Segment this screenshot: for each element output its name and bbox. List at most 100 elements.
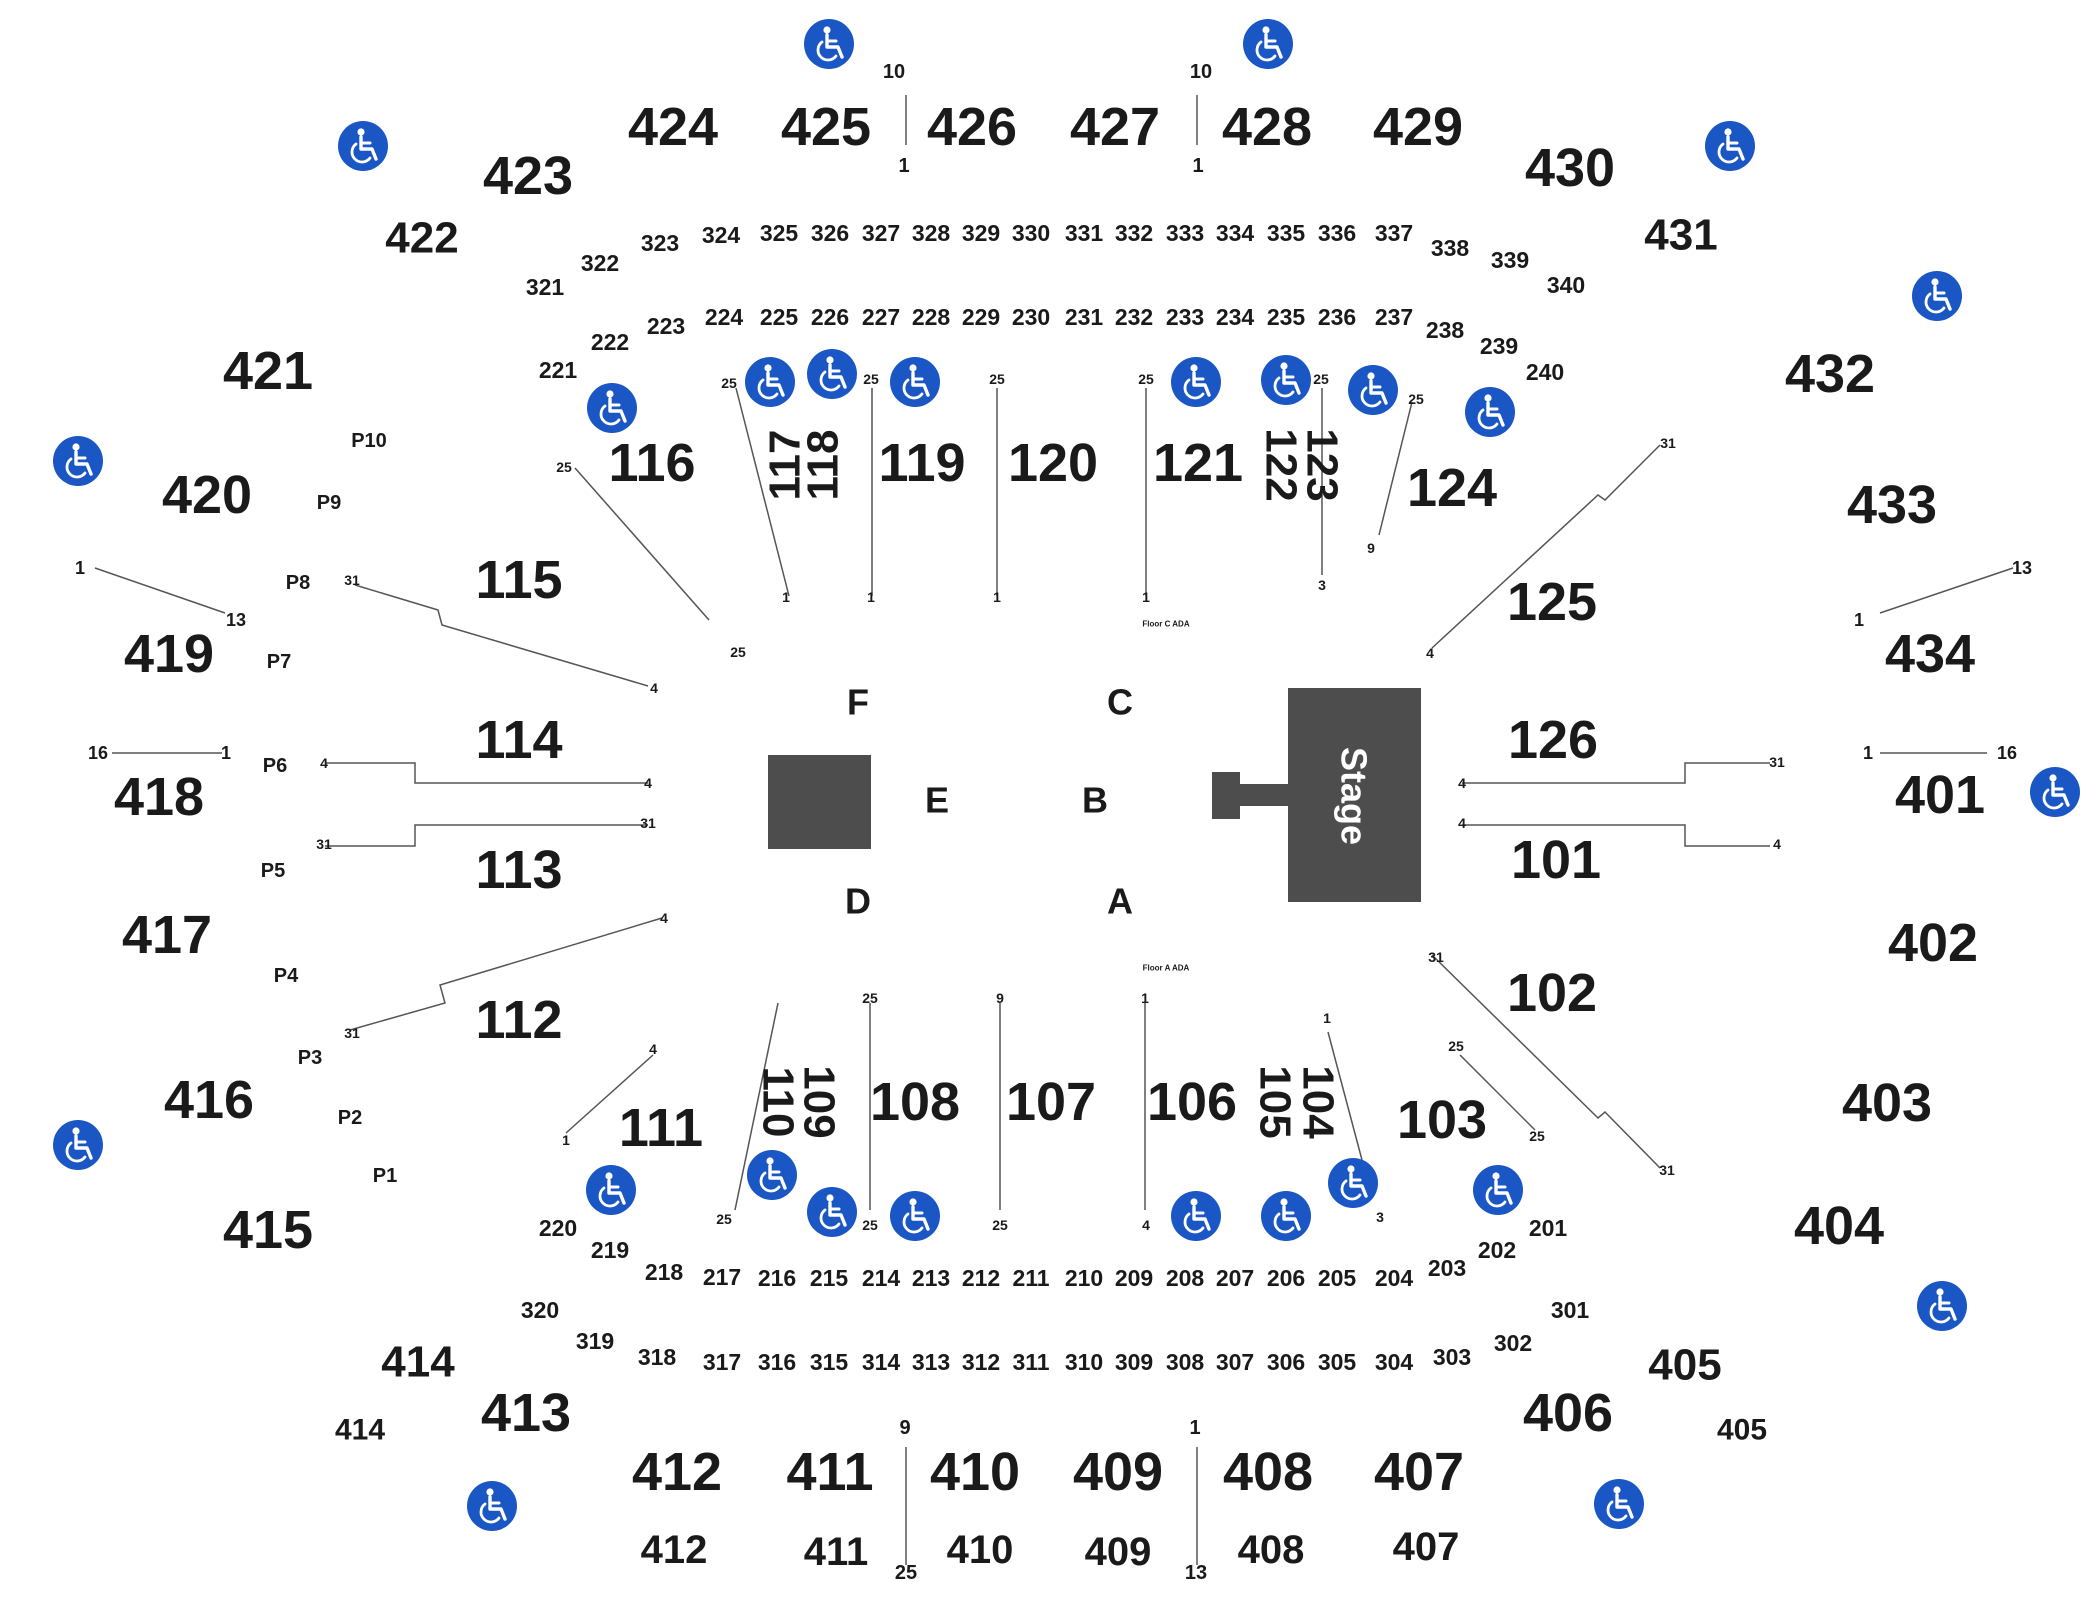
row-number-marker[interactable]: 31	[344, 572, 360, 588]
row-number-marker[interactable]: 31	[1660, 435, 1676, 451]
row-number-marker[interactable]: 25	[721, 375, 737, 391]
section-200-label[interactable]: 206	[1267, 1265, 1305, 1291]
section-400-label[interactable]: 431	[1644, 211, 1717, 260]
section-300-label[interactable]: 311	[1012, 1349, 1049, 1375]
section-400-label[interactable]: 410	[947, 1528, 1014, 1572]
row-number-marker[interactable]: 13	[1185, 1562, 1207, 1584]
section-400-label[interactable]: 413	[481, 1383, 571, 1443]
section-200-label[interactable]: 210	[1065, 1265, 1103, 1291]
row-number-marker[interactable]: 4	[1426, 645, 1434, 661]
row-number-marker[interactable]: 31	[1428, 949, 1444, 965]
section-300-label[interactable]: 331	[1065, 220, 1104, 246]
row-number-marker[interactable]: 1	[1863, 743, 1873, 763]
section-400-label[interactable]: 405	[1648, 1341, 1721, 1390]
section-400-label[interactable]: 409	[1085, 1530, 1152, 1574]
row-number-marker[interactable]: 31	[316, 836, 332, 852]
section-300-label[interactable]: 330	[1012, 220, 1050, 246]
section-400-label[interactable]: 408	[1238, 1528, 1305, 1572]
section-100-label[interactable]: 109	[795, 1065, 844, 1138]
section-400-label[interactable]: 408	[1223, 1442, 1313, 1502]
section-300-label[interactable]: 312	[962, 1349, 1000, 1375]
row-number-marker[interactable]: 1	[1142, 589, 1150, 605]
floor-section-label[interactable]: E	[925, 780, 949, 821]
section-300-label[interactable]: 310	[1065, 1349, 1103, 1375]
section-200-label[interactable]: 207	[1216, 1265, 1254, 1291]
party-box-label[interactable]: P2	[338, 1107, 362, 1129]
row-number-marker[interactable]: 1	[221, 743, 231, 763]
row-number-marker[interactable]: 4	[649, 1041, 657, 1057]
section-400-label[interactable]: 414	[335, 1414, 385, 1447]
section-200-label[interactable]: 227	[862, 304, 900, 330]
section-400-label[interactable]: 414	[381, 1338, 455, 1387]
row-number-marker[interactable]: 1	[1323, 1010, 1331, 1026]
row-number-marker[interactable]: 25	[895, 1562, 917, 1584]
party-box-label[interactable]: P6	[263, 755, 287, 777]
section-300-label[interactable]: 301	[1551, 1297, 1590, 1323]
row-number-marker[interactable]: 16	[1997, 743, 2017, 763]
row-number-marker[interactable]: 25	[1529, 1128, 1545, 1144]
section-400-label[interactable]: 412	[632, 1442, 722, 1502]
section-100-label[interactable]: 112	[475, 990, 562, 1050]
section-400-label[interactable]: 430	[1525, 138, 1615, 198]
section-100-label[interactable]: 125	[1507, 572, 1597, 632]
section-400-label[interactable]: 433	[1847, 475, 1937, 535]
section-200-label[interactable]: 220	[539, 1215, 577, 1241]
section-300-label[interactable]: 324	[702, 222, 741, 248]
section-300-label[interactable]: 327	[862, 220, 900, 246]
section-100-label[interactable]: 115	[475, 550, 562, 610]
section-200-label[interactable]: 224	[705, 304, 744, 330]
section-300-label[interactable]: 315	[810, 1349, 849, 1375]
row-number-marker[interactable]: 1	[898, 155, 909, 177]
section-200-label[interactable]: 202	[1478, 1237, 1516, 1263]
section-400-label[interactable]: 422	[385, 214, 458, 263]
floor-ada-label[interactable]: Floor C ADA	[1142, 620, 1189, 629]
party-box-label[interactable]: P3	[298, 1047, 322, 1069]
row-number-marker[interactable]: 1	[1192, 155, 1203, 177]
section-300-label[interactable]: 328	[912, 220, 951, 246]
party-box-label[interactable]: P7	[267, 651, 291, 673]
floor-section-label[interactable]: D	[845, 881, 871, 922]
row-number-marker[interactable]: 25	[862, 1217, 878, 1233]
section-400-label[interactable]: 423	[483, 146, 573, 206]
section-400-label[interactable]: 411	[786, 1442, 873, 1502]
section-100-label[interactable]: 101	[1511, 830, 1601, 890]
section-400-label[interactable]: 432	[1785, 344, 1875, 404]
section-400-label[interactable]: 428	[1222, 97, 1312, 157]
section-200-label[interactable]: 213	[912, 1265, 950, 1291]
section-400-label[interactable]: 404	[1794, 1196, 1884, 1256]
section-400-label[interactable]: 409	[1073, 1442, 1163, 1502]
section-300-label[interactable]: 318	[638, 1344, 677, 1370]
section-200-label[interactable]: 234	[1216, 304, 1255, 330]
section-400-label[interactable]: 417	[122, 905, 212, 965]
section-300-label[interactable]: 325	[760, 220, 799, 246]
row-number-marker[interactable]: 25	[1448, 1038, 1464, 1054]
row-number-marker[interactable]: 25	[863, 371, 879, 387]
section-200-label[interactable]: 212	[962, 1265, 1000, 1291]
row-number-marker[interactable]: 4	[1458, 775, 1466, 791]
section-200-label[interactable]: 204	[1375, 1265, 1414, 1291]
section-400-label[interactable]: 420	[162, 465, 252, 525]
section-200-label[interactable]: 231	[1065, 304, 1104, 330]
section-200-label[interactable]: 203	[1428, 1255, 1466, 1281]
row-number-marker[interactable]: 25	[1408, 391, 1424, 407]
row-number-marker[interactable]: 25	[730, 644, 746, 660]
section-200-label[interactable]: 208	[1166, 1265, 1205, 1291]
row-number-marker[interactable]: 25	[992, 1217, 1008, 1233]
section-400-label[interactable]: 411	[804, 1530, 869, 1574]
section-200-label[interactable]: 214	[862, 1265, 901, 1291]
section-300-label[interactable]: 326	[811, 220, 849, 246]
section-200-label[interactable]: 228	[912, 304, 951, 330]
row-number-marker[interactable]: 1	[75, 558, 85, 578]
party-box-label[interactable]: P8	[286, 572, 310, 594]
section-400-label[interactable]: 416	[164, 1070, 254, 1130]
section-100-label[interactable]: 126	[1508, 710, 1598, 770]
section-100-label[interactable]: 110	[754, 1067, 803, 1138]
section-200-label[interactable]: 218	[645, 1259, 684, 1285]
section-100-label[interactable]: 122	[1257, 428, 1306, 501]
row-number-marker[interactable]: 1	[562, 1132, 570, 1148]
row-number-marker[interactable]: 9	[1367, 540, 1375, 556]
section-300-label[interactable]: 333	[1166, 220, 1204, 246]
row-number-marker[interactable]: 25	[716, 1211, 732, 1227]
section-100-label[interactable]: 119	[878, 433, 965, 493]
section-200-label[interactable]: 235	[1267, 304, 1306, 330]
